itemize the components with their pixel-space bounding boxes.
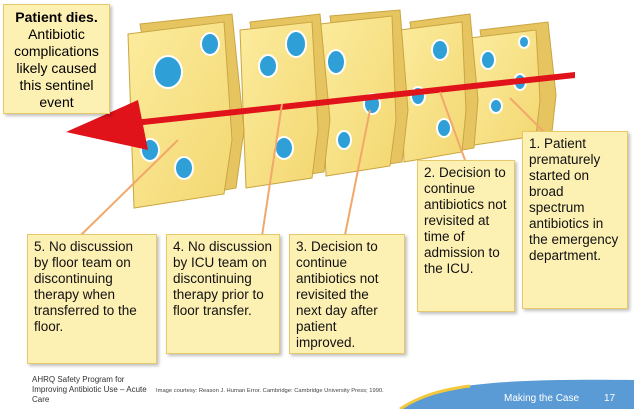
page-number: 17 <box>604 393 616 404</box>
footer-band <box>400 379 634 409</box>
footer-accent <box>399 384 471 409</box>
failure-trajectory-arrow <box>66 72 575 150</box>
cheese-hole <box>285 30 307 58</box>
cheese-hole <box>489 98 503 114</box>
footer-section-title: Making the Case <box>504 393 580 404</box>
step-callout-5: 5. No discussion by floor team on discon… <box>27 234 157 364</box>
step-callout-2: 2. Decision to continue antibiotics not … <box>417 160 515 312</box>
cheese-slice-4 <box>239 13 331 189</box>
outcome-title: Patient dies. <box>15 9 98 25</box>
callout-leader-lines <box>79 91 546 237</box>
footer-program-name: AHRQ Safety Program for Improving Antibi… <box>32 375 147 404</box>
cheese-hole <box>431 39 449 61</box>
step-callout-1: 1. Patient prematurely started on broad … <box>522 131 628 309</box>
cheese-hole <box>480 50 496 70</box>
step-callout-3: 3. Decision to continue antibiotics not … <box>289 234 405 354</box>
cheese-hole <box>200 32 220 56</box>
cheese-hole <box>326 49 346 75</box>
outcome-callout: Patient dies. Antibiotic complications l… <box>3 4 110 114</box>
cheese-hole <box>153 55 183 89</box>
cheese-hole <box>174 156 194 180</box>
image-credit: Image courtesy: Reason J. Human Error. C… <box>156 388 384 394</box>
cheese-hole <box>518 35 530 49</box>
cheese-hole <box>274 136 294 160</box>
step-callout-4: 4. No discussion by ICU team on disconti… <box>166 234 280 354</box>
cheese-hole <box>258 54 278 78</box>
cheese-hole <box>436 118 452 138</box>
outcome-description: Antibiotic complications likely caused t… <box>14 26 99 110</box>
cheese-hole <box>336 130 352 150</box>
